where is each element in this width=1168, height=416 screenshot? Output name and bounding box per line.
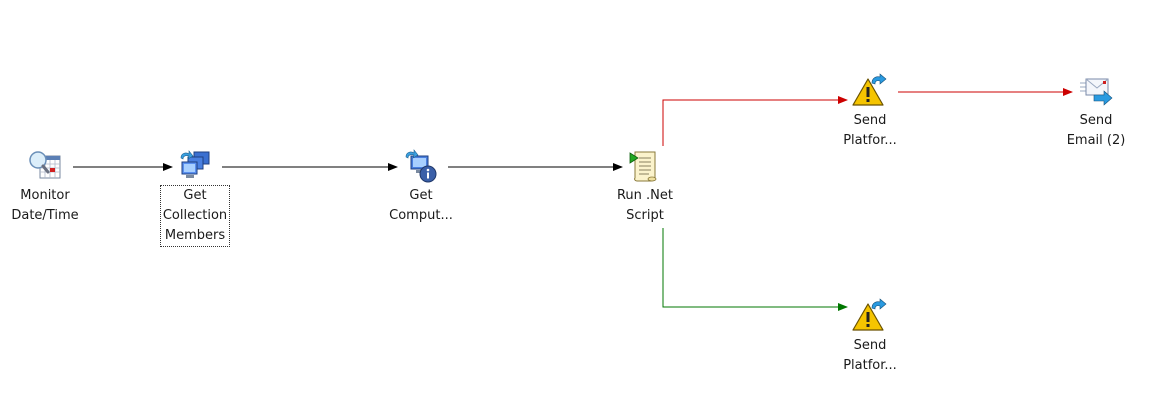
activity-send-email-2[interactable]: Send Email (2) [1051, 73, 1141, 151]
activity-label: Send Email (2) [1066, 113, 1126, 148]
activity-get-computer[interactable]: Get Comput... [376, 148, 466, 226]
activity-send-platform-event-1[interactable]: Send Platfor... [825, 73, 915, 151]
activity-label: Send Platfor... [843, 113, 897, 148]
script-scroll-icon [629, 151, 657, 182]
activity-label: Get Collection Members [159, 185, 231, 247]
activity-label: Get Comput... [389, 188, 453, 223]
computer-info-icon [405, 149, 437, 183]
email-send-icon [1080, 78, 1113, 106]
activity-label: Send Platfor... [843, 338, 897, 373]
activity-label: Run .Net Script [616, 188, 673, 223]
activity-run-net-script[interactable]: Run .Net Script [600, 148, 690, 226]
warning-send-icon [852, 73, 887, 106]
link-runnet-to-sendplat1[interactable] [662, 96, 848, 146]
activity-get-collection-members[interactable]: Get Collection Members [150, 148, 240, 247]
activity-label: Monitor Date/Time [11, 188, 79, 223]
computers-group-icon [180, 150, 210, 178]
warning-send-icon [852, 298, 887, 331]
link-runnet-to-sendplat2[interactable] [662, 228, 848, 311]
activity-monitor-date-time[interactable]: Monitor Date/Time [0, 148, 90, 226]
activity-send-platform-event-2[interactable]: Send Platfor... [825, 298, 915, 376]
calendar-clock-icon [29, 151, 61, 179]
